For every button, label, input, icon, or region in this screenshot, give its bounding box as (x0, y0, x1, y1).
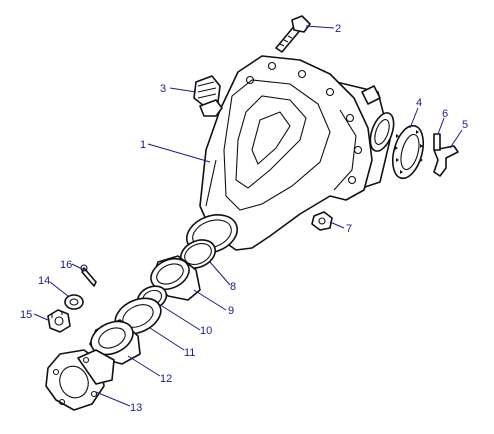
callout-7: 7 (346, 223, 352, 235)
callout-4: 4 (416, 97, 422, 109)
callout-16: 16 (60, 259, 72, 271)
callout-labels: 1 2 3 4 5 6 7 8 9 10 11 12 13 14 15 16 (20, 23, 468, 414)
bolt (275, 15, 311, 53)
split-pin (80, 264, 97, 287)
gear-ring (391, 124, 425, 180)
callout-3: 3 (160, 83, 166, 95)
nut (311, 211, 333, 231)
callout-13: 13 (130, 402, 142, 414)
callout-8: 8 (230, 281, 236, 293)
washer (64, 294, 84, 310)
callout-9: 9 (228, 305, 234, 317)
callout-10: 10 (200, 325, 212, 337)
differential-housing (186, 55, 395, 254)
drive-flange (45, 349, 115, 411)
callout-5: 5 (462, 119, 468, 131)
bracket (433, 145, 459, 177)
callout-11: 11 (184, 347, 195, 359)
callout-6: 6 (442, 108, 448, 120)
pin (433, 133, 441, 151)
callout-2: 2 (335, 23, 341, 35)
callout-12: 12 (160, 373, 172, 385)
castle-nut (47, 309, 71, 333)
callout-14: 14 (38, 275, 50, 287)
callout-15: 15 (20, 309, 32, 321)
filler-plug (193, 75, 223, 117)
leader-lines (33, 25, 463, 407)
callout-1: 1 (140, 139, 146, 151)
